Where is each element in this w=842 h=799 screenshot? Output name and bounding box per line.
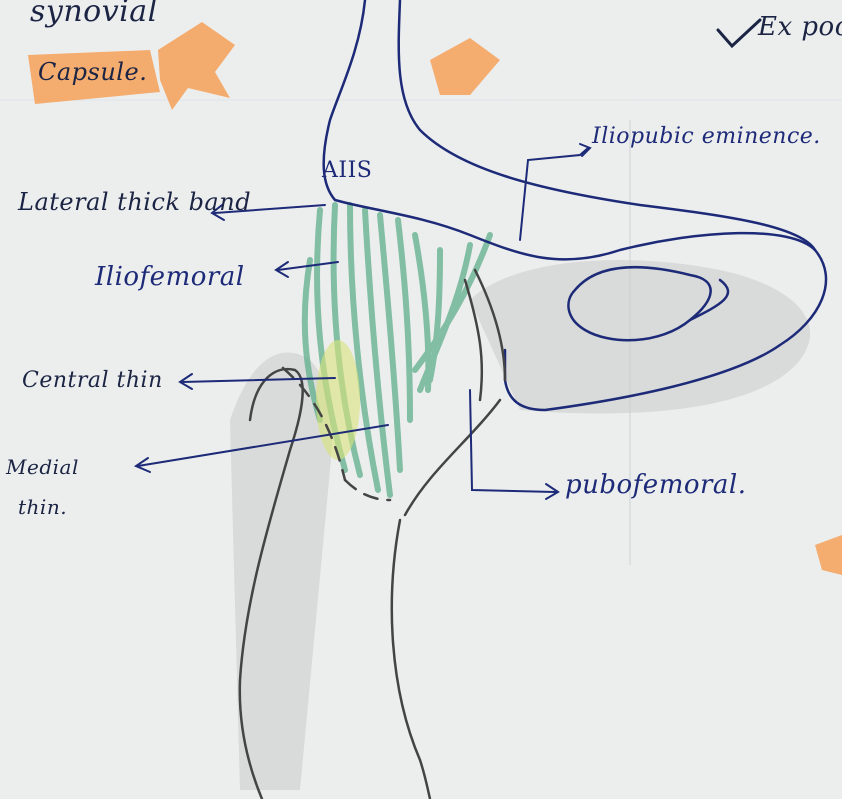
label-iliofemoral: Iliofemoral: [95, 262, 245, 292]
label-lateral-thick-band: Lateral thick band: [18, 188, 251, 216]
note-top-right: Ex poo: [758, 12, 842, 42]
note-synovial: synovial: [30, 0, 158, 29]
label-iliopubic-eminence: Iliopubic eminence.: [592, 124, 821, 149]
label-medial-line1: Medial: [6, 455, 79, 479]
central-thin-highlight: [316, 340, 360, 460]
note-capsule: Capsule.: [38, 58, 147, 86]
label-central-thin: Central thin: [22, 368, 163, 393]
label-pubofemoral: pubofemoral.: [565, 470, 747, 500]
label-medial-line2: thin.: [18, 495, 67, 519]
label-aiis: AIIS: [322, 158, 372, 183]
checkmark-icon: [716, 18, 762, 48]
bone-shading: [230, 260, 810, 790]
